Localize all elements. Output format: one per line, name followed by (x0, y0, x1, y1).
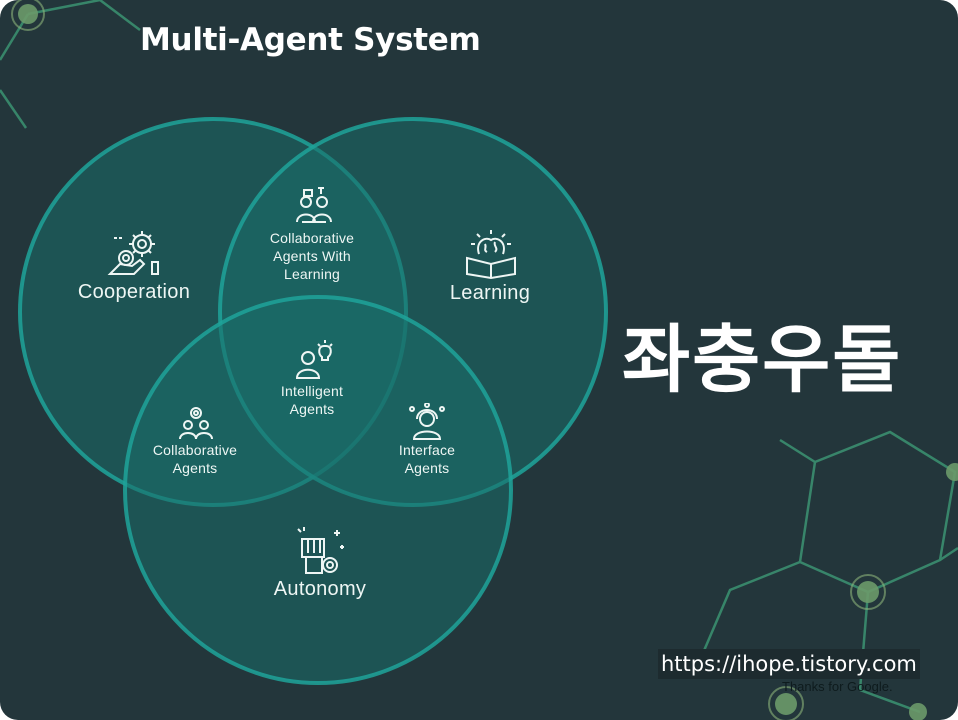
gears-hand-icon (107, 231, 159, 275)
label-autonomy: Autonomy (273, 578, 367, 600)
circle-autonomy (123, 295, 513, 685)
fist-gear-icon (297, 527, 344, 574)
label-intelligent-agents: Intelligent Agents (280, 383, 344, 417)
label-collaborative-agents: Collaborative Agents (152, 442, 238, 476)
label-cooperation: Cooperation (77, 281, 191, 303)
diagram-title: Multi-Agent System (140, 22, 481, 58)
blog-url: https://ihope.tistory.com (658, 649, 920, 679)
label-collaborative-agents-with-learning: Collaborative Agents With Learning (269, 230, 355, 282)
agent-headset-icon (409, 403, 445, 440)
label-interface-agents: Interface Agents (398, 442, 456, 476)
team-gear-icon (179, 407, 213, 440)
thanks-text: Thanks for Google. (782, 679, 893, 694)
person-lightbulb-icon (295, 340, 333, 379)
label-learning: Learning (449, 282, 531, 304)
brain-book-icon (466, 230, 516, 280)
people-laptop-icon (296, 187, 332, 223)
korean-watermark: 좌충우돌 (622, 317, 903, 403)
